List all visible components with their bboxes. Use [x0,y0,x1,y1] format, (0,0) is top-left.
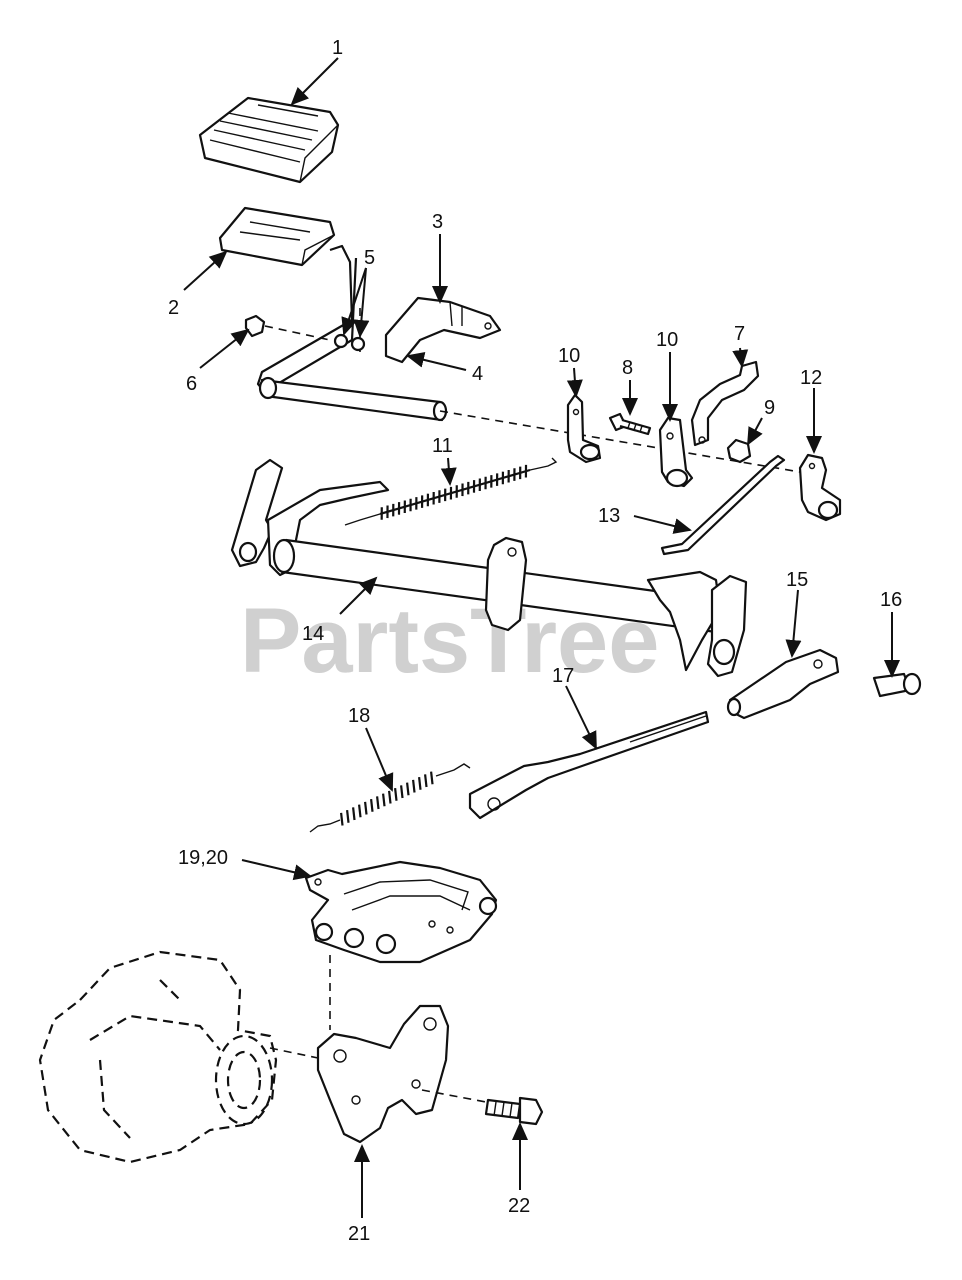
spring-coil [352,807,356,821]
part-6-nut [244,314,331,341]
pedal-arm [256,244,448,422]
callout-labels: 1 2 3 4 5 6 7 8 9 10 10 11 12 13 14 15 1… [168,37,902,1245]
callout-10-left: 10 [558,345,580,367]
callout-11: 11 [432,435,453,457]
spring-coil [388,790,392,804]
callout-2: 2 [168,297,179,319]
part-12-arm [798,453,842,522]
callout-15: 15 [786,569,808,591]
callout-21: 21 [348,1223,370,1245]
spring-coil [346,810,350,823]
part-8-bolt [608,412,652,436]
callout-16: 16 [880,589,902,611]
callout-19-20: 19,20 [178,847,228,869]
part-2-pedal-pad [218,206,336,267]
part-15-clevis [726,648,840,720]
part-17-rod [468,710,710,820]
part-5-nuts [333,333,366,352]
callout-8: 8 [622,357,633,379]
spring-coil [364,801,368,815]
callout-1: 1 [332,37,343,59]
callout-3: 3 [432,211,443,233]
spring-coil [382,793,386,807]
callout-18: 18 [348,705,370,727]
leader-lines [183,57,900,1218]
part-10-right-arm [658,416,694,488]
callout-6: 6 [186,373,197,395]
part-13-rod [660,454,786,556]
part-18-spring [309,763,471,833]
callout-22: 22 [508,1195,530,1217]
spring-coil [340,812,344,826]
part-14-cross-shaft [230,458,748,678]
callout-5: 5 [364,247,375,269]
part-3-4-bracket [359,296,502,364]
callout-9: 9 [764,397,775,419]
callout-17: 17 [552,665,574,687]
part-11-spring [344,457,558,526]
part-7-curved-bracket [690,360,760,447]
part-1-pedal-pad-cover [198,96,340,184]
part-10-left-arm [566,393,602,464]
spring-coil [406,782,410,796]
part-22-bolt [484,1096,544,1126]
callout-10-right: 10 [656,329,678,351]
spring-coil [358,804,362,818]
callout-7: 7 [734,323,745,345]
spring-coil [394,788,398,801]
callout-4: 4 [472,363,483,385]
spring-coil [412,779,416,793]
spring-coil [376,796,380,810]
spring-coil [424,774,428,788]
part-19-20-caliper [304,860,498,1030]
part-9-nut [726,438,752,464]
spring-coil [400,785,404,799]
spring-coil [370,799,374,812]
assembly-axis-line [439,410,801,473]
spring-coil [430,771,434,785]
callout-13: 13 [598,505,620,527]
callout-14: 14 [302,623,324,645]
callout-12: 12 [800,367,822,389]
transmission-housing-dashed [38,950,319,1164]
part-21-mounting-plate [316,1004,487,1144]
part-16-pin [872,672,922,698]
spring-coil [418,777,422,790]
